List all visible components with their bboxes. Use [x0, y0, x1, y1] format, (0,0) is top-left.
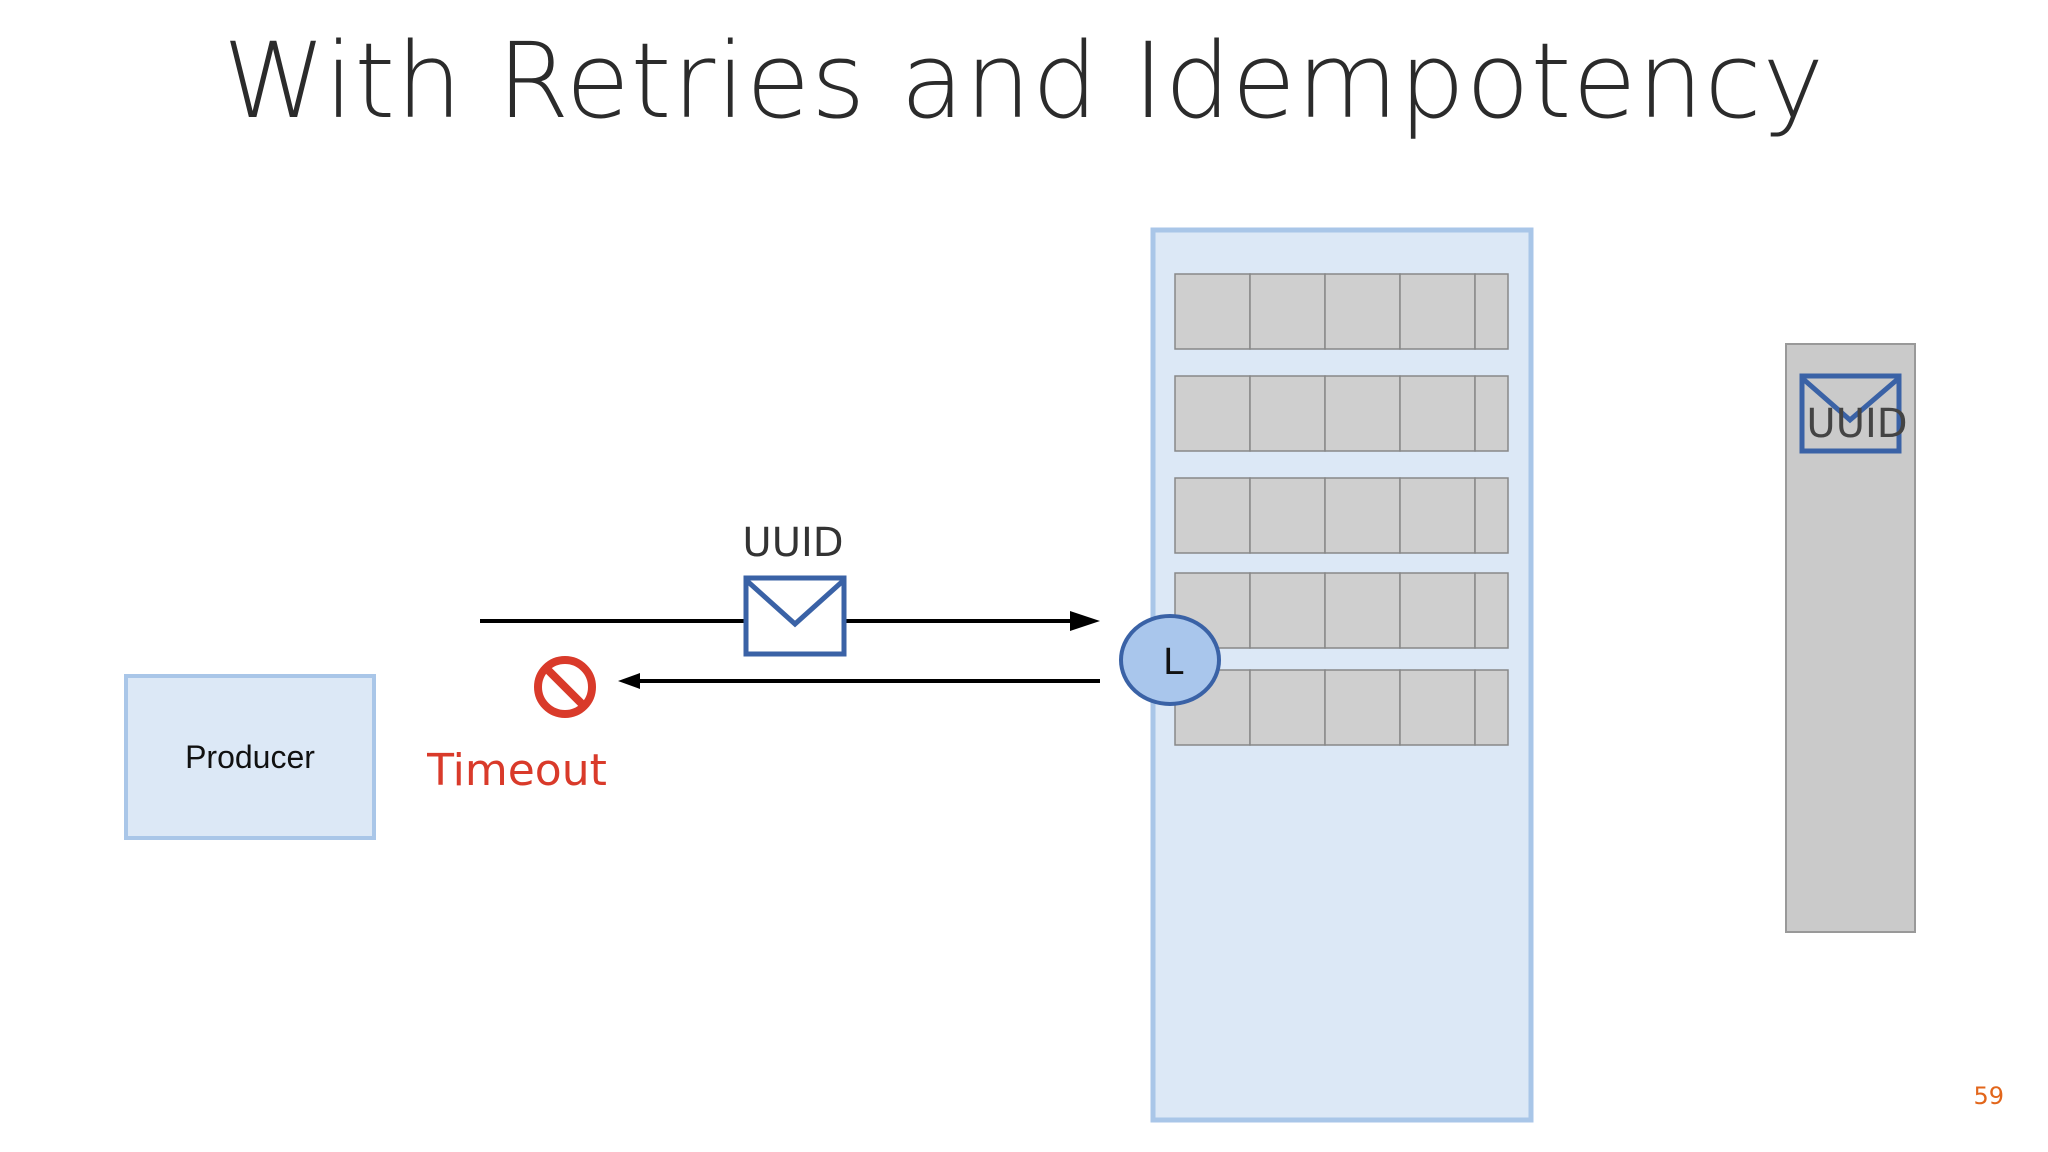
replica-partition [1785, 343, 1916, 933]
log-cell [1324, 273, 1401, 350]
log-cell [1249, 375, 1326, 452]
response-arrow-head [618, 673, 640, 689]
log-cell [1399, 669, 1476, 746]
log-cell [1174, 375, 1251, 452]
log-cell [1249, 273, 1326, 350]
replica-envelope-icon [1799, 373, 1902, 454]
log-cell [1249, 669, 1326, 746]
log-cell [1174, 477, 1251, 554]
log-cell [1324, 375, 1401, 452]
prohibited-icon [534, 656, 596, 718]
log-cell [1249, 477, 1326, 554]
log-cell [1474, 669, 1509, 746]
log-cell [1474, 375, 1509, 452]
producer-box: Producer [124, 674, 376, 840]
log-cell [1324, 669, 1401, 746]
envelope-icon [743, 575, 847, 657]
replica-uuid-label: UUID [1806, 401, 1907, 447]
log-cell [1474, 273, 1509, 350]
log-cell [1324, 572, 1401, 649]
producer-label: Producer [185, 739, 315, 775]
log-cell [1399, 273, 1476, 350]
log-cell [1399, 477, 1476, 554]
page-number: 59 [1973, 1082, 2004, 1110]
leader-label: L [1163, 641, 1184, 683]
partition-log-grid [1174, 273, 1509, 746]
log-cell [1324, 477, 1401, 554]
leader-node: L [1119, 614, 1221, 706]
log-cell [1249, 572, 1326, 649]
message-uuid-label: UUID [742, 520, 843, 566]
log-cell [1174, 273, 1251, 350]
log-cell [1399, 375, 1476, 452]
slide-title: With Retries and Idempotency [222, 20, 1826, 142]
timeout-label: Timeout [426, 745, 607, 796]
request-arrow-head [1070, 611, 1100, 631]
log-cell [1474, 572, 1509, 649]
log-cell [1399, 572, 1476, 649]
log-cell [1474, 477, 1509, 554]
